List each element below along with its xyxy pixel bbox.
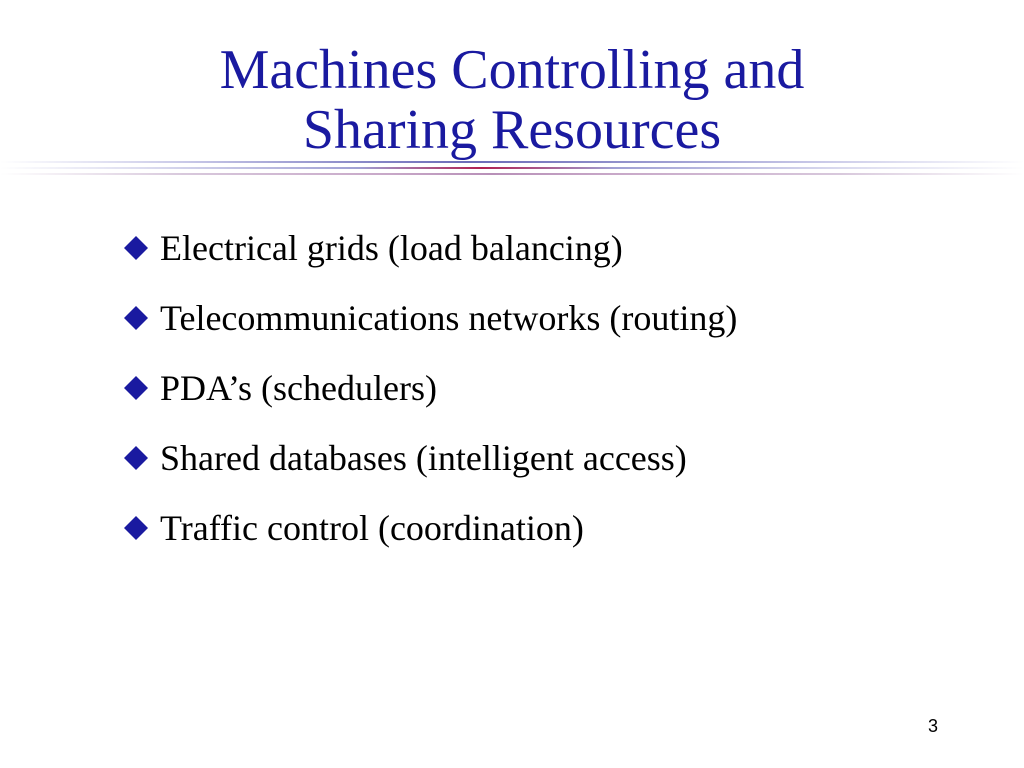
bullet-item: Traffic control (coordination) — [122, 504, 737, 552]
title-divider-line-bottom — [0, 173, 1024, 175]
title-line-1: Machines Controlling and — [219, 39, 805, 101]
diamond-icon — [124, 236, 148, 260]
title-line-2: Sharing Resources — [302, 99, 722, 161]
diamond-icon — [124, 376, 148, 400]
bullet-item: Electrical grids (load balancing) — [122, 224, 737, 272]
bullet-item: Telecommunications networks (routing) — [122, 294, 737, 342]
title-divider-line-top — [0, 161, 1024, 163]
diamond-icon — [124, 306, 148, 330]
diamond-icon — [124, 446, 148, 470]
bullet-text: PDA’s (schedulers) — [160, 368, 437, 408]
title-divider-line-middle — [0, 167, 1024, 169]
page-number: 3 — [927, 716, 938, 736]
slide-title: Machines Controlling and Sharing Resourc… — [0, 40, 1024, 160]
bullet-text: Telecommunications networks (routing) — [160, 298, 738, 338]
bullet-item: PDA’s (schedulers) — [122, 364, 737, 412]
bullet-text: Electrical grids (load balancing) — [160, 228, 623, 268]
bullet-list: Electrical grids (load balancing) Teleco… — [122, 224, 737, 574]
bullet-text: Traffic control (coordination) — [160, 508, 584, 548]
bullet-text: Shared databases (intelligent access) — [160, 438, 687, 478]
bullet-item: Shared databases (intelligent access) — [122, 434, 737, 482]
diamond-icon — [124, 516, 148, 540]
